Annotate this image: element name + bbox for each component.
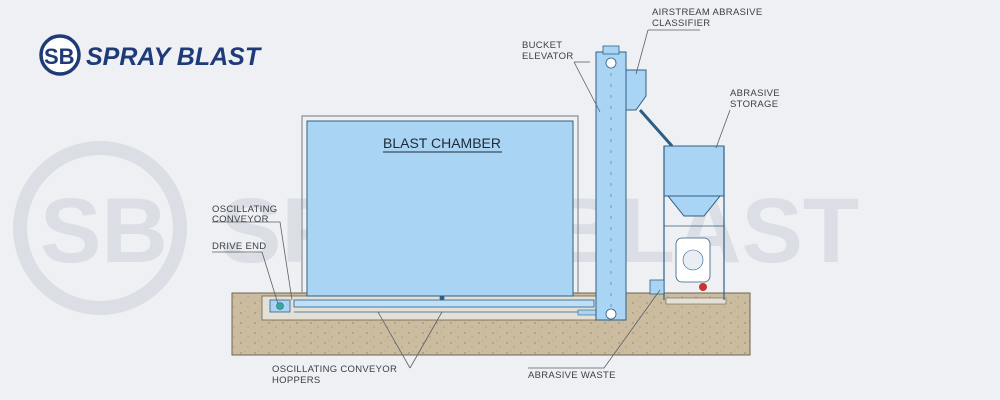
blast-pot-vessel (682, 249, 704, 271)
brand-name: SPRAY BLAST (86, 43, 263, 71)
leader-hoppers-b (377, 311, 411, 369)
classifier-chute (638, 109, 674, 147)
label-elevator-2: ELEVATOR (522, 51, 574, 62)
airstream-classifier (625, 69, 674, 147)
leader-elevator (573, 61, 601, 113)
label-elevator-1: BUCKET (522, 40, 562, 51)
watermark-ring (13, 141, 187, 315)
classifier-body (625, 69, 647, 111)
drive-motor-icon (276, 302, 284, 310)
label-oscillating-2: CONVEYOR (212, 214, 269, 225)
label-classifier-2: CLASSIFIER (652, 18, 710, 29)
conveyor-pivot (439, 295, 445, 301)
leader-drive-end (212, 251, 279, 305)
blast-chamber: BLAST CHAMBER (301, 115, 579, 297)
elevator-head-cap (602, 45, 620, 55)
leader-storage (715, 109, 731, 149)
oscillating-conveyor (269, 295, 607, 316)
waste-bin (649, 279, 665, 295)
leader-oscillating (212, 221, 293, 301)
storage-plinth (665, 297, 727, 305)
brand-logo: SB SPRAY BLAST (39, 34, 263, 76)
logo-ring (39, 34, 81, 76)
abrasive-storage (649, 145, 725, 300)
boot-pulley (605, 308, 617, 320)
chamber-body (306, 120, 574, 297)
leader-classifier (635, 29, 649, 75)
conveyor-deck (293, 299, 595, 308)
label-oscillating-1: OSCILLATING (212, 204, 277, 215)
label-classifier-1: AIRSTREAM ABRASIVE (652, 7, 762, 18)
callout-leaders (212, 29, 731, 369)
foundation (231, 292, 751, 356)
label-storage-1: ABRASIVE (730, 88, 780, 99)
storage-cone (666, 195, 722, 217)
pot-valve-icon (699, 283, 707, 291)
leader-hoppers-a (409, 311, 443, 369)
chamber-outer-wall (301, 115, 579, 294)
label-hoppers-2: HOPPERS (272, 375, 321, 386)
label-drive-end: DRIVE END (212, 241, 266, 252)
label-storage-2: STORAGE (730, 99, 778, 110)
bucket-elevator (595, 45, 627, 321)
logo-monogram: SB (44, 44, 75, 69)
storage-hopper (663, 145, 725, 197)
head-pulley (605, 57, 617, 69)
callout-labels: AIRSTREAM ABRASIVE CLASSIFIER BUCKET ELE… (212, 7, 780, 386)
leader-waste (528, 289, 661, 369)
chamber-title: BLAST CHAMBER (383, 135, 501, 151)
label-hoppers-1: OSCILLATING CONVEYOR (272, 364, 397, 375)
watermark-monogram: SB (40, 180, 168, 282)
label-abrasive-waste: ABRASIVE WASTE (528, 370, 616, 381)
